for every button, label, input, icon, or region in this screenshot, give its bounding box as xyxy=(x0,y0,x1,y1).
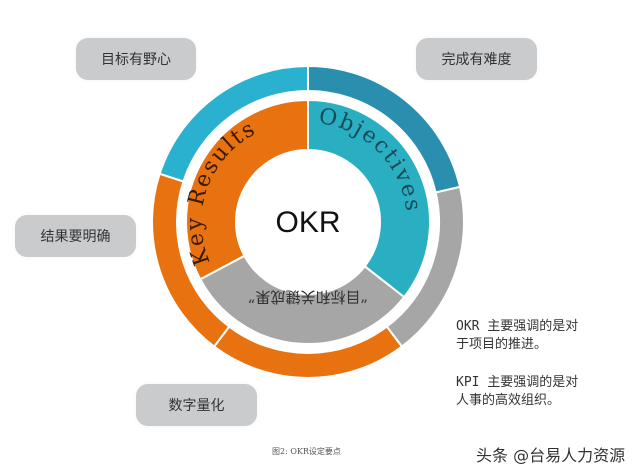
figure-caption: 图2: OKR设定要点 xyxy=(272,447,341,456)
pill-hard-to-complete: 完成有难度 xyxy=(416,38,537,80)
okr-note: OKR 主要强调的是对 于项目的推进。 xyxy=(456,319,579,352)
kpi-note: KPI 主要强调的是对 人事的高效组织。 xyxy=(456,375,579,408)
watermark: 头条 @台易人力资源 xyxy=(476,446,626,465)
inner-ring xyxy=(185,98,431,345)
center-circle xyxy=(236,150,380,294)
outer-ring xyxy=(151,64,465,379)
center-label: OKR xyxy=(275,206,340,239)
pill-clear-results: 结果要明确 xyxy=(15,215,136,257)
bottom-arc-label: “目标和关键成果” xyxy=(248,288,368,306)
outer-segment-left xyxy=(151,172,231,348)
inner-segment-bottom xyxy=(198,254,406,345)
pill-ambitious-goal: 目标有野心 xyxy=(76,38,196,80)
pill-quantified: 数字量化 xyxy=(136,384,257,426)
